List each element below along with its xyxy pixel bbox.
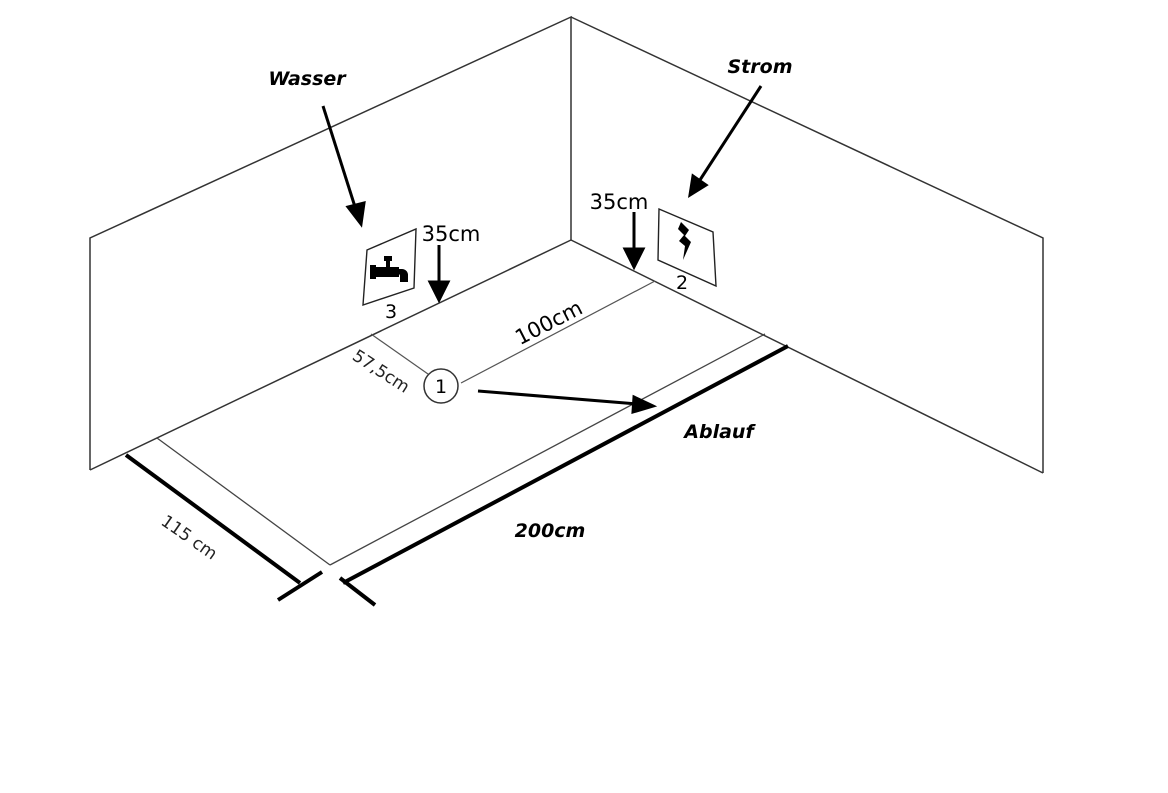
drain-circle	[423, 368, 459, 404]
right-wall-base	[570, 239, 1044, 474]
dim-200-tick	[338, 576, 377, 607]
bold-dimension-lines	[124, 344, 789, 607]
water-marker-number: 3	[385, 301, 397, 323]
label-dist-100: 100cm	[511, 296, 586, 350]
dim-115-tick	[276, 570, 324, 602]
arrow-height-power-head	[622, 247, 646, 271]
power-marker-number: 2	[676, 272, 688, 294]
label-strom: Strom	[728, 56, 793, 78]
walls	[89, 15, 1044, 474]
arrow-height-water-head	[427, 280, 451, 304]
line-100	[460, 280, 656, 384]
dim-200-line	[342, 344, 789, 585]
dim-115-line	[124, 453, 302, 585]
right-wall-outline	[570, 16, 1044, 473]
label-wasser: Wasser	[268, 68, 347, 90]
drain-marker: 1	[423, 368, 459, 404]
arrow-ablauf-shaft	[477, 389, 639, 406]
arrow-wasser-shaft	[321, 105, 358, 211]
label-dist-575: 57,5cm	[349, 346, 413, 398]
drain-marker-number: 1	[435, 376, 447, 398]
dimension-lines	[370, 280, 656, 384]
floor-right-edge	[329, 333, 766, 566]
arrow-strom-head	[688, 173, 709, 199]
faucet-icon	[370, 256, 408, 282]
power-sign	[657, 207, 717, 288]
arrow-wasser-head	[345, 201, 366, 228]
arrow-strom-shaft	[696, 85, 763, 184]
arrow-ablauf-head	[631, 394, 658, 415]
arrows	[321, 85, 763, 415]
water-sign	[362, 227, 417, 306]
line-575	[370, 333, 429, 375]
label-height-water: 35cm	[422, 222, 481, 246]
label-ablauf: Ablauf	[682, 421, 756, 443]
left-wall-base	[89, 239, 572, 471]
floor-front-edge	[156, 437, 331, 566]
floor-area	[156, 333, 766, 566]
label-height-power: 35cm	[590, 190, 649, 214]
lightning-icon	[678, 222, 691, 260]
label-length-200: 200cm	[515, 520, 586, 542]
